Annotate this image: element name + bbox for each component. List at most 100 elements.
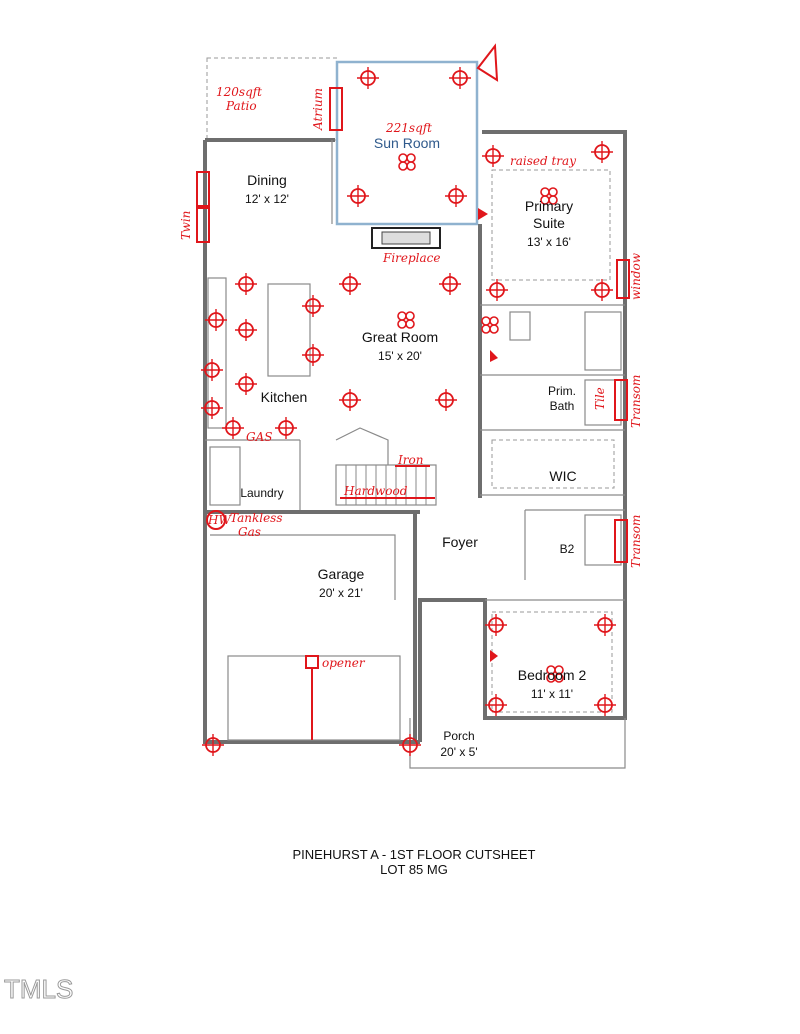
note-patio: Patio [225,99,257,113]
note-iron: Iron [397,453,423,467]
note-gas: GAS [246,430,272,444]
marker-triangle-3 [490,650,498,662]
marker-triangle-2 [490,350,498,362]
light-fixture-icon [591,141,613,163]
twin-window-box-2 [196,207,210,243]
note-sunroom-sqft: 221sqft [385,121,432,135]
light-fixture-icon [202,734,224,756]
porch-outline [409,718,626,769]
light-fixture-icon [275,417,297,439]
label-prim-bath-1: Prim. [548,384,576,398]
label-laundry: Laundry [240,486,283,500]
tub [584,311,622,371]
light-fixture-icon [339,273,361,295]
opener-box [305,655,319,669]
note-twin: Twin [179,211,193,240]
ceiling-fan-icon [481,316,499,334]
light-fixture-icon [302,344,324,366]
toilet [509,311,531,341]
transom-box-b2 [614,519,628,563]
label-prim-bath-2: Bath [550,399,575,413]
light-fixture-icon [399,734,421,756]
exterior-wall-left [203,140,420,744]
note-tankless-gas: Gas [238,525,261,539]
label-foyer: Foyer [442,534,478,550]
ceiling-fan-icon [546,665,564,683]
note-atrium: Atrium [311,88,325,131]
note-window: window [629,252,643,300]
watermark-tmls: TMLS [4,974,73,1004]
light-fixture-icon [445,185,467,207]
kitchen-counter [207,277,227,429]
label-porch-size: 20' x 5' [440,745,477,759]
label-primary-1: Primary [525,198,573,214]
washer-dryer [209,446,241,506]
label-primary-2: Suite [533,215,565,231]
fireplace-firebox [381,231,431,245]
light-fixture-icon [235,273,257,295]
note-patio-sqft: 120sqft [216,85,262,99]
light-fixture-icon [439,273,461,295]
note-tankless: Tankless [230,511,282,525]
note-tile: Tile [593,387,607,410]
label-kitchen: Kitchen [261,389,308,405]
label-wic: WIC [549,468,576,484]
light-fixture-icon [201,397,223,419]
light-fixture-icon [485,694,507,716]
exterior-wall-right [418,130,627,742]
light-fixture-icon [482,145,504,167]
label-bedroom2: Bedroom 2 [518,667,587,683]
twin-window-box-1 [196,171,210,207]
note-transom-1: Transom [629,375,643,428]
label-bedroom2-size: 11' x 11' [531,687,573,701]
flag-marker [476,43,499,82]
label-great-size: 15' x 20' [378,349,422,363]
light-fixture-icon [594,694,616,716]
light-fixture-icon [235,319,257,341]
fan-markers [397,153,564,683]
light-markers [201,67,616,756]
sun-room-outline [335,60,479,226]
label-porch: Porch [443,729,474,743]
ceiling-fan-icon [540,187,558,205]
shower [584,379,622,426]
light-fixture-icon [222,417,244,439]
label-dining: Dining [247,172,287,188]
note-raised-tray: raised tray [510,154,576,168]
transom-box-bath [614,379,628,421]
light-fixture-icon [357,67,379,89]
light-fixture-icon [235,373,257,395]
label-garage-size: 20' x 21' [319,586,363,600]
note-hw: HW [207,513,232,527]
garage-step [210,534,396,600]
note-opener: opener [322,656,366,670]
bedroom2-outline [491,611,613,713]
note-fireplace: Fireplace [382,251,441,265]
light-fixture-icon [594,614,616,636]
tray-ceiling-outline [491,169,611,281]
light-fixture-icon [347,185,369,207]
ceiling-fan-icon [398,153,416,171]
light-fixture-icon [486,279,508,301]
label-b2: B2 [560,542,575,556]
caption-line1: PINEHURST A - 1ST FLOOR CUTSHEET [293,847,536,862]
window-box-primary [616,259,630,299]
label-great-room: Great Room [362,329,438,345]
wic-outline [491,439,615,489]
kitchen-island [267,283,311,377]
light-fixture-icon [435,389,457,411]
label-garage: Garage [318,566,365,582]
light-fixture-icon [339,389,361,411]
ceiling-fan-icon [397,311,415,329]
label-dining-size: 12' x 12' [245,192,289,206]
hw-circle [206,510,226,530]
atrium-window-box [329,87,343,131]
caption-line2: LOT 85 MG [380,862,448,877]
light-fixture-icon [205,309,227,331]
label-sun-room: Sun Room [374,135,440,151]
note-transom-2: Transom [629,515,643,568]
note-hardwood: Hardwood [343,484,408,498]
stair-railing [335,427,389,465]
b2-tub [584,514,622,566]
